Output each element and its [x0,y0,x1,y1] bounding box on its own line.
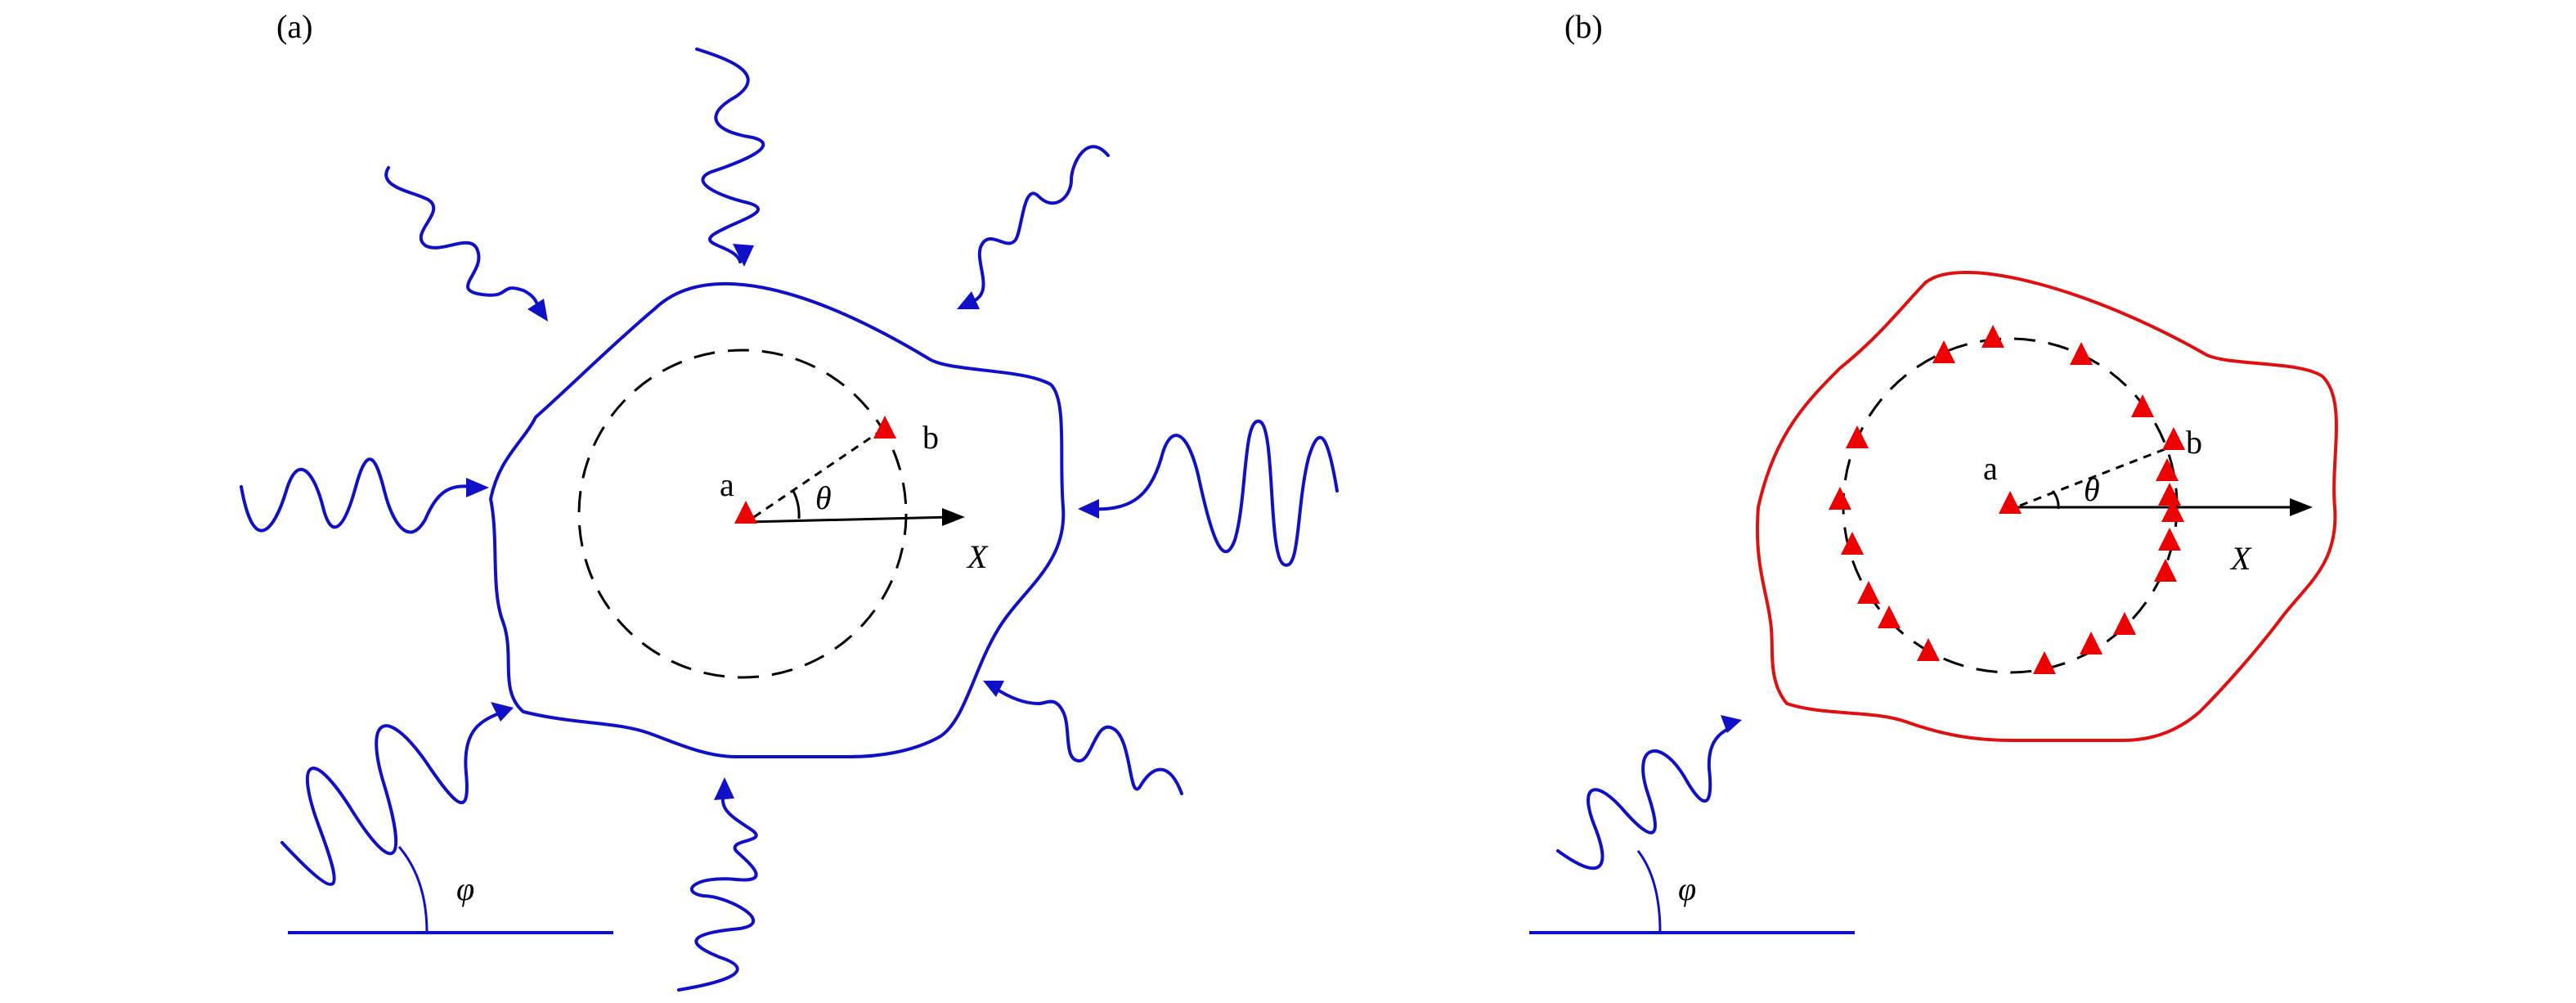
panel-a-label: (a) [276,8,312,45]
panel-b-point-a-label: a [1983,450,1998,487]
wave-upper-left-icon [384,166,545,317]
panel-a-phi-arc [397,846,429,933]
panel-a-dashed-circle [577,349,908,679]
panel-b: (b) [1529,8,2338,934]
wave-bottom-icon [677,788,758,992]
panel-b-sensor [2033,651,2056,674]
panel-a-dashed-line-ab [753,430,880,519]
panel-a-point-a-label: a [720,466,734,503]
panel-b-sensor [1846,425,1869,448]
wave-lower-left-arrowhead [491,702,514,722]
wave-left-arrowhead [466,478,489,497]
panel-b-sensor [2156,458,2179,481]
panel-b-x-axis-arrowhead [2290,498,2313,516]
panel-b-sensor [1857,581,1880,604]
panel-a-point-b-label: b [922,419,939,456]
panel-b-sensor [1917,638,1940,661]
panel-a-waves [240,47,1339,992]
panel-b-sensor [2158,483,2181,506]
panel-b-sensor [2154,559,2177,582]
wave-lower-right-icon [992,686,1183,795]
panel-a-x-axis-arrow [747,515,954,524]
panel-a-sensor-a [734,501,757,524]
panel-b-sensor [2113,612,2136,635]
panel-a-boundary [488,281,1066,758]
panel-b-phi-arc [1636,850,1662,933]
panel-b-label: (b) [1564,8,1603,45]
panel-b-boundary [1756,271,2338,742]
panel-b-sensor [2158,528,2181,551]
panel-a-x-axis-label: X [966,538,989,575]
panel-b-theta-arc [2051,490,2060,510]
panel-b-sensor [2070,342,2093,365]
panel-a-phi-label: φ [456,870,474,907]
panel-b-sensor [1932,340,1955,363]
panel-b-sensor-b [2162,427,2185,450]
panel-b-x-axis-label: X [2229,540,2252,577]
wave-lower-right-arrowhead [983,681,1004,697]
panel-b-sensor [1829,487,1851,510]
panel-b-theta-label: θ [2084,471,2100,508]
panel-b-sensor [1981,325,2004,348]
wave-upper-right-arrowhead [957,291,980,309]
panel-b-sensor [1841,532,1864,555]
panel-a-theta-arc [792,490,801,519]
panel-a: (a) a b θ X [240,8,1339,992]
panel-b-sensors [1829,325,2185,674]
wave-right-arrowhead [1078,499,1099,519]
panel-b-wave-arrowhead [1721,715,1742,733]
wave-left-icon [240,457,480,534]
panel-b-sensor [2080,632,2103,654]
wave-upper-right-icon [967,145,1110,304]
panel-b-sensor [2131,394,2154,417]
panel-b-wave-icon [1556,726,1731,870]
panel-a-sensor-b [873,416,896,439]
wave-upper-left-arrowhead [527,299,548,322]
wave-lower-left-icon [280,710,505,886]
wave-bottom-arrowhead [714,777,734,800]
panel-b-sensor [1878,605,1901,628]
panel-b-phi-label: φ [1678,870,1696,907]
panel-b-dashed-line-ab [2019,447,2168,507]
wave-top-icon [695,47,765,263]
panel-a-x-axis-arrowhead [942,508,965,526]
wave-top-arrowhead [733,244,754,267]
panel-b-sensor-a [1999,491,2022,514]
panel-b-sensor [2161,499,2184,522]
wave-right-icon [1086,420,1339,567]
panel-b-point-b-label: b [2186,424,2202,461]
panel-a-theta-label: θ [815,479,832,516]
